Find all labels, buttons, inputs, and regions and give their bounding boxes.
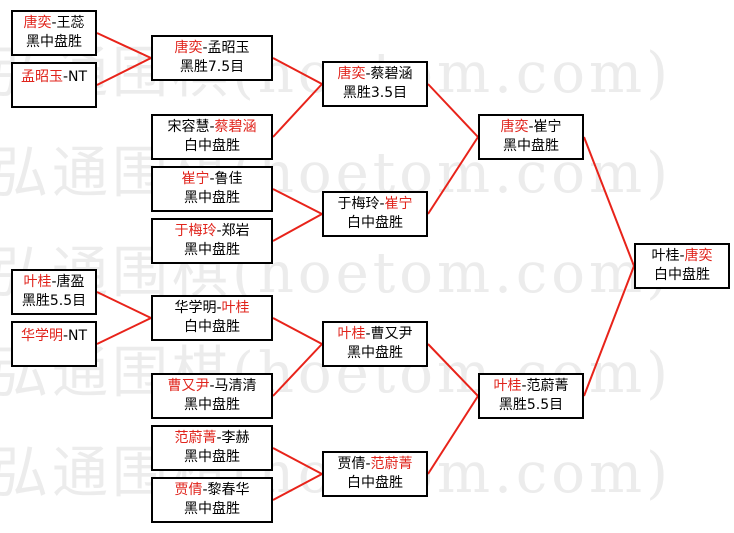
player-winner: 范蔚菁 — [174, 430, 217, 446]
connector-line — [427, 83, 479, 138]
player-winner: 叶桂 — [337, 326, 366, 342]
connector-line — [272, 473, 323, 501]
player: 唐盈 — [56, 274, 85, 290]
match-result: 黑中盘胜 — [184, 397, 240, 413]
player: 崔宁 — [533, 119, 562, 135]
match-box: 唐奕-王蕊 黑中盘胜 — [11, 10, 97, 56]
match-result: 黑胜5.5目 — [498, 397, 564, 413]
player: NT — [68, 69, 88, 85]
match-box: 于梅玲-郑岩 黑中盘胜 — [151, 218, 273, 264]
player-winner: 孟昭玉 — [20, 69, 63, 85]
connector-line — [96, 57, 152, 86]
match-result: 白中盘胜 — [184, 138, 240, 154]
connector-line — [96, 291, 152, 319]
player-winner: 蔡碧涵 — [214, 119, 257, 135]
player: 孟昭玉 — [207, 40, 250, 56]
player: 马清清 — [214, 378, 257, 394]
connector-line — [427, 343, 479, 397]
match-result: 黑中盘胜 — [184, 501, 240, 517]
player-winner: 华学明 — [20, 328, 63, 344]
player: 范蔚菁 — [526, 378, 569, 394]
match-result: 白中盘胜 — [347, 475, 403, 491]
player-winner: 叶桂 — [23, 274, 52, 290]
match-box: 唐奕-崔宁 黑中盘胜 — [478, 114, 584, 160]
connector-line — [96, 32, 152, 59]
match-result: 黑中盘胜 — [184, 242, 240, 258]
player-winner: 曹又尹 — [167, 378, 210, 394]
player-winner: 范蔚菁 — [370, 456, 413, 472]
match-result: 白中盘胜 — [347, 215, 403, 231]
match-result: 白中盘胜 — [654, 267, 710, 283]
match-box: 崔宁-鲁佳 黑中盘胜 — [151, 166, 273, 212]
match-result: 黑中盘胜 — [347, 345, 403, 361]
match-box: 贾倩-范蔚菁 白中盘胜 — [322, 451, 428, 497]
player: 蔡碧涵 — [370, 66, 413, 82]
player: 华学明 — [174, 300, 217, 316]
match-box: 范蔚菁-李赫 黑中盘胜 — [151, 425, 273, 471]
match-box: 宋容慧-蔡碧涵 白中盘胜 — [151, 114, 273, 160]
player: 李赫 — [221, 430, 250, 446]
match-box: 叶桂-唐盈 黑胜5.5目 — [11, 269, 97, 315]
player-winner: 崔宁 — [181, 171, 210, 187]
match-result: 黑中盘胜 — [184, 449, 240, 465]
player: 黎春华 — [207, 482, 250, 498]
match-box: 孟昭玉-NT — [11, 62, 97, 108]
player: 曹又尹 — [370, 326, 413, 342]
match-result: 黑中盘胜 — [184, 190, 240, 206]
player-winner: 唐奕 — [23, 15, 52, 31]
player-winner: 唐奕 — [500, 119, 529, 135]
connector-line — [427, 395, 479, 475]
player-winner: 叶桂 — [221, 300, 250, 316]
match-box: 叶桂-曹又尹 黑中盘胜 — [322, 321, 428, 367]
match-box: 贾倩-黎春华 黑中盘胜 — [151, 477, 273, 523]
connector-line — [272, 343, 323, 397]
connector-line — [272, 57, 323, 85]
match-result: 黑胜3.5目 — [342, 85, 408, 101]
player: 宋容慧 — [167, 119, 210, 135]
player: 于梅玲 — [337, 196, 380, 212]
match-box: 曹又尹-马清清 黑中盘胜 — [151, 373, 273, 419]
player-winner: 崔宁 — [384, 196, 413, 212]
match-box: 华学明-叶桂 白中盘胜 — [151, 295, 273, 341]
connector-line — [427, 136, 479, 215]
match-box: 唐奕-孟昭玉 黑胜7.5目 — [151, 35, 273, 81]
connector-line — [272, 317, 323, 345]
player: 王蕊 — [56, 15, 85, 31]
match-result: 白中盘胜 — [184, 319, 240, 335]
match-box: 华学明-NT — [11, 321, 97, 367]
match-result: 黑胜5.5目 — [21, 293, 87, 309]
match-box: 唐奕-蔡碧涵 黑胜3.5目 — [322, 61, 428, 107]
player-winner: 贾倩 — [174, 482, 203, 498]
connector-line — [272, 188, 323, 215]
match-result: 黑胜7.5目 — [179, 59, 245, 75]
match-box: 叶桂-范蔚菁 黑胜5.5目 — [478, 373, 584, 419]
connector-line — [96, 317, 152, 345]
player: NT — [68, 328, 88, 344]
match-box: 于梅玲-崔宁 白中盘胜 — [322, 191, 428, 237]
match-result: 黑中盘胜 — [26, 34, 82, 50]
connector-line — [272, 213, 323, 242]
final-match-box: 叶桂-唐奕 白中盘胜 — [634, 243, 730, 289]
player-winner: 叶桂 — [493, 378, 522, 394]
player: 贾倩 — [337, 456, 366, 472]
connector-line — [583, 136, 635, 267]
player: 叶桂 — [651, 248, 680, 264]
connector-line — [272, 83, 323, 138]
match-result: 黑中盘胜 — [503, 138, 559, 154]
player-winner: 唐奕 — [337, 66, 366, 82]
player-winner: 于梅玲 — [174, 223, 217, 239]
connector-line — [272, 447, 323, 475]
player-winner: 唐奕 — [174, 40, 203, 56]
player: 郑岩 — [221, 223, 250, 239]
player-winner: 唐奕 — [684, 248, 713, 264]
player: 鲁佳 — [214, 171, 243, 187]
connector-line — [583, 265, 635, 397]
